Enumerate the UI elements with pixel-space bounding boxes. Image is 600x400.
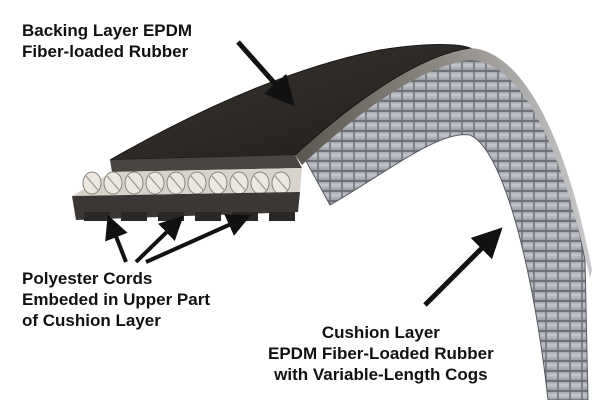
cord-twist: [253, 175, 267, 191]
label-line: of Cushion Layer: [22, 311, 161, 330]
arrow-cord-1: [105, 214, 128, 263]
cord-twist: [85, 175, 99, 191]
cord-twist: [127, 175, 141, 191]
arrow-cord-2: [134, 215, 184, 264]
cushion-rib: [269, 212, 295, 221]
cushion-rib: [158, 212, 184, 221]
cord-twist: [148, 175, 162, 191]
cushion-rib: [84, 212, 110, 221]
backing-cross-section: [110, 155, 302, 172]
cord-twist: [274, 175, 288, 191]
cushion-rib: [195, 212, 221, 221]
arrow-backing: [236, 40, 295, 107]
cord-twist: [232, 175, 246, 191]
cord-twist: [169, 175, 183, 191]
arrow-cord-3: [145, 213, 251, 264]
cord-twist: [106, 175, 120, 191]
cord-twist: [190, 175, 204, 191]
label-line: Fiber-loaded Rubber: [22, 42, 189, 61]
label-polyester-cords: Polyester Cords Embeded in Upper Part of…: [22, 268, 210, 331]
label-line: EPDM Fiber-Loaded Rubber: [268, 344, 494, 363]
label-line: Cushion Layer: [321, 323, 440, 342]
arrow-cushion: [423, 227, 503, 307]
label-backing-layer: Backing Layer EPDM Fiber-loaded Rubber: [22, 20, 192, 62]
cord-twist: [211, 175, 225, 191]
label-cushion-layer: Cushion Layer EPDM Fiber-Loaded Rubber w…: [268, 322, 494, 385]
label-line: with Variable-Length Cogs: [274, 365, 488, 384]
cushion-rib: [121, 212, 147, 221]
label-line: Polyester Cords: [22, 269, 153, 288]
belt-side-edge: [295, 48, 592, 278]
label-line: Embeded in Upper Part: [22, 290, 210, 309]
label-line: Backing Layer EPDM: [22, 21, 193, 40]
